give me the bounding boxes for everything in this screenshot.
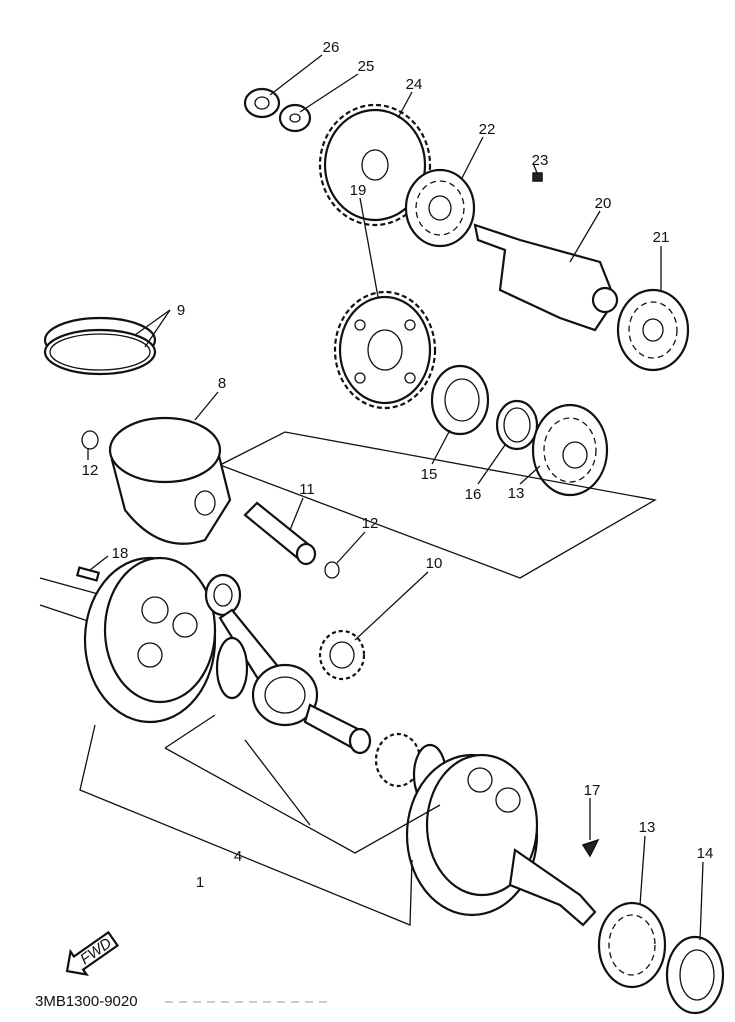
callout-26: 26: [323, 39, 340, 56]
crankshaft-end: [508, 848, 597, 927]
circlip-12-left: [81, 430, 99, 450]
oil-seal-14: [665, 935, 725, 1015]
gear-24: [318, 103, 432, 227]
needle-bearing-10: [318, 629, 366, 681]
callout-21: 21: [653, 229, 670, 246]
callout-22: 22: [479, 121, 496, 138]
connecting-rod-4: [204, 573, 319, 727]
gear-19: [333, 290, 437, 410]
callout-labels: 26 25 24 22 23 20 21 19 9 8 12 11 12 15 …: [82, 39, 714, 891]
callout-8: 8: [218, 375, 226, 392]
bracket-4-a: [164, 714, 216, 749]
piston-8: [108, 416, 232, 545]
collar-16: [495, 399, 539, 451]
callout-10: 10: [426, 555, 443, 572]
bearing-15: [430, 364, 490, 436]
piston-rings-9: [43, 316, 157, 376]
callout-13-lower: 13: [639, 819, 656, 836]
callout-12-left: 12: [82, 462, 99, 479]
bracket-upper: [219, 431, 657, 579]
balancer-shaft-20: [473, 223, 619, 332]
drawing-code: 3MB1300-9020: [35, 993, 138, 1010]
bearing-21: [616, 288, 690, 372]
callout-23: 23: [532, 152, 549, 169]
callout-15: 15: [421, 466, 438, 483]
callout-18: 18: [112, 545, 129, 562]
bracket-4: [164, 747, 441, 854]
key-17: [581, 838, 600, 858]
callout-20: 20: [595, 195, 612, 212]
callout-25: 25: [358, 58, 375, 75]
crank-pin: [303, 703, 372, 755]
bracket-4-b: [244, 739, 311, 826]
callout-17: 17: [584, 782, 601, 799]
callout-19: 19: [350, 182, 367, 199]
bearing-13-lower: [597, 901, 667, 989]
circlip-12-right: [324, 561, 340, 579]
key-23: [532, 172, 543, 182]
lock-washer-25: [278, 103, 312, 133]
key-18: [75, 566, 101, 582]
callout-1: 1: [196, 874, 204, 891]
callout-4: 4: [234, 848, 242, 865]
bearing-13-upper: [531, 403, 609, 497]
bracket-1: [79, 724, 413, 926]
nut-26: [243, 87, 281, 119]
piston-pin-11: [243, 501, 317, 566]
callout-9: 9: [177, 302, 185, 319]
callout-14: 14: [697, 845, 714, 862]
callout-13-upper: 13: [508, 485, 525, 502]
callout-12-right: 12: [362, 515, 379, 532]
callout-16: 16: [465, 486, 482, 503]
bearing-22: [404, 168, 476, 248]
crank-web-left: [83, 556, 217, 724]
thrust-washer-left: [215, 636, 249, 700]
crank-web-right: [405, 753, 539, 917]
fwd-arrow-icon: FWD: [65, 930, 120, 977]
callout-11: 11: [299, 481, 315, 498]
callout-24: 24: [406, 76, 423, 93]
leader-lines: [87, 54, 704, 941]
